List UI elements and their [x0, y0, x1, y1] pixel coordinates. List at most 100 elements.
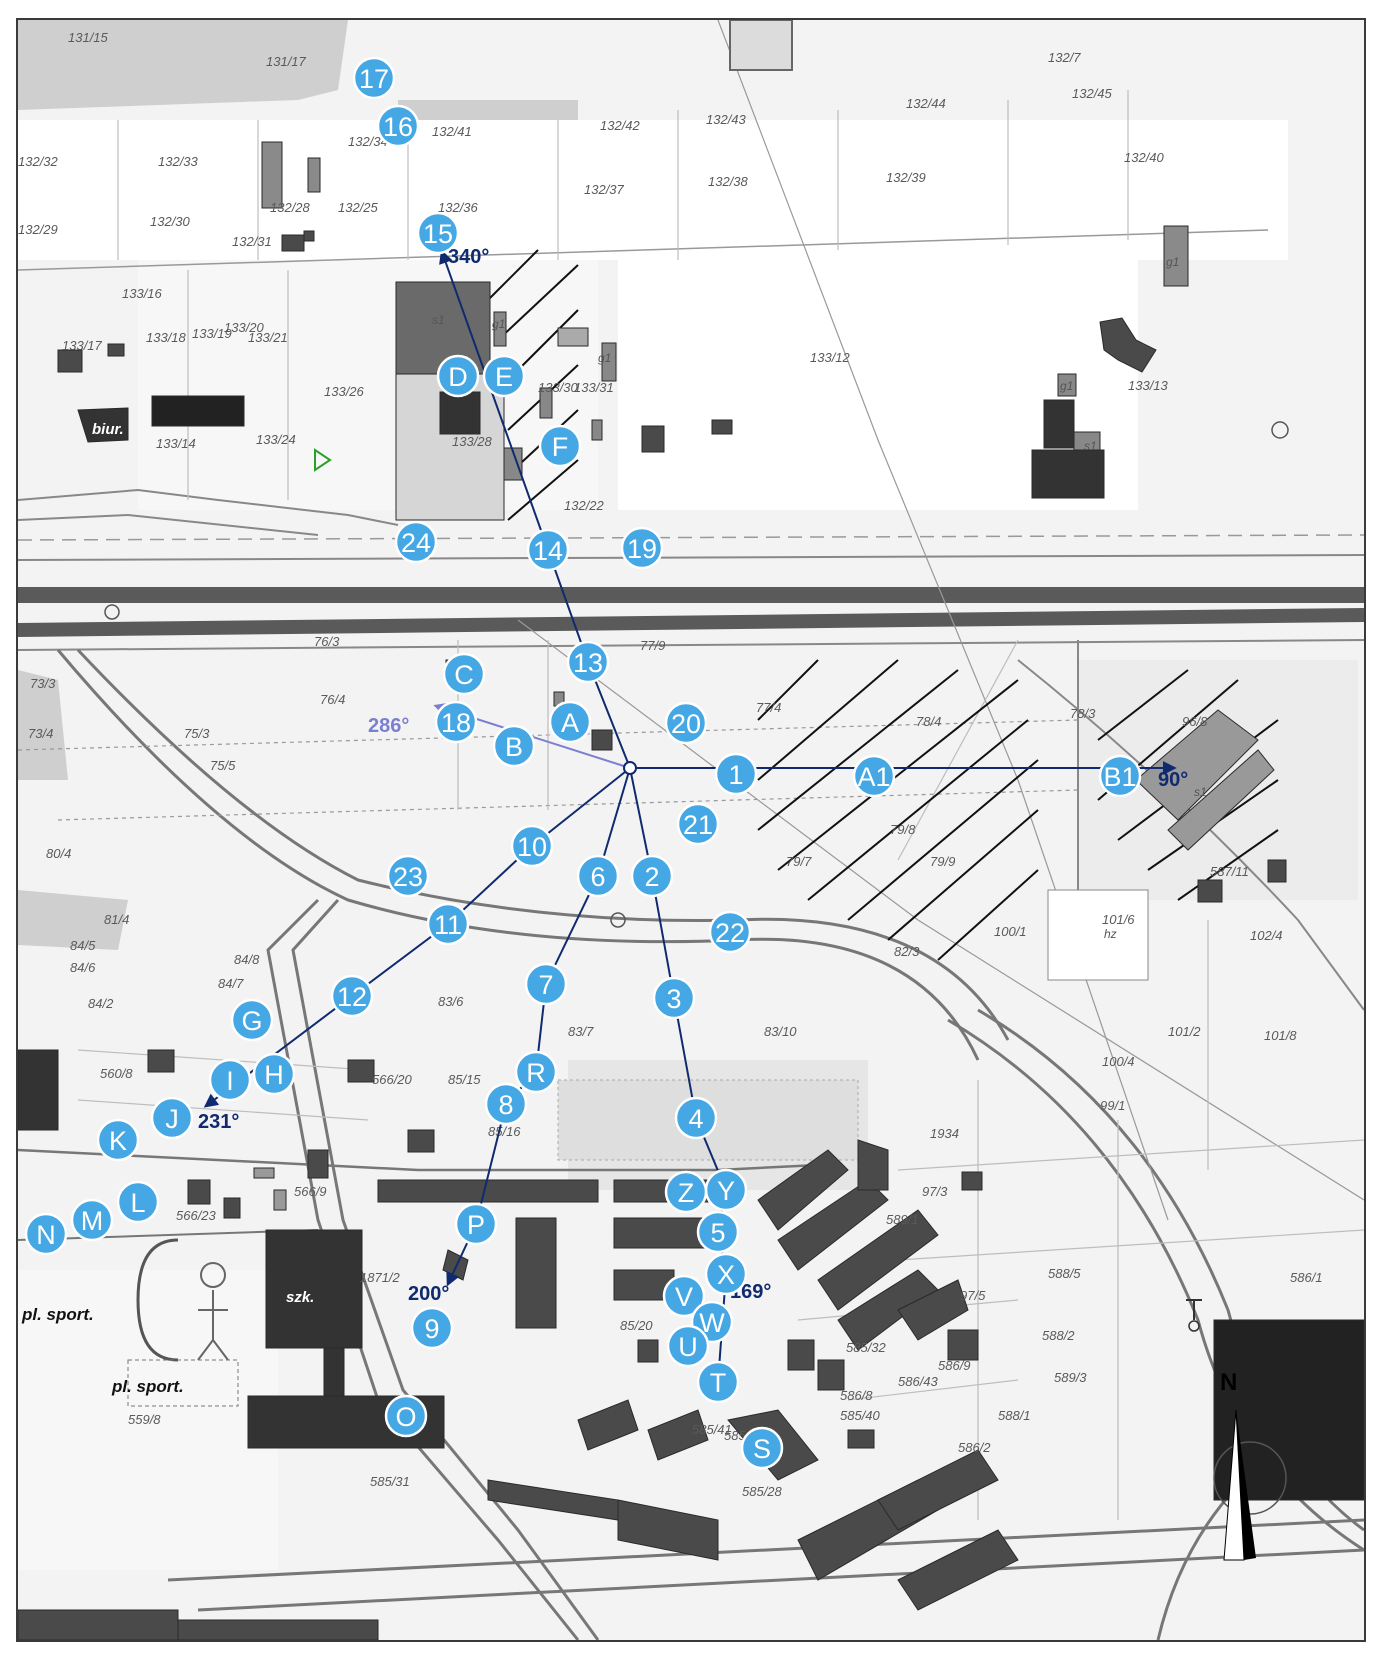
observation-marker[interactable]: P	[454, 1202, 498, 1246]
observation-marker[interactable]: 6	[576, 854, 620, 898]
observation-marker[interactable]: 7	[524, 962, 568, 1006]
observation-marker[interactable]: 5	[696, 1210, 740, 1254]
observation-marker[interactable]: C	[442, 652, 486, 696]
marker-label: 3	[666, 984, 681, 1014]
site-map[interactable]: biur. szk. pl. sport. pl. sport. s1 g1 g…	[18, 20, 1364, 1640]
parcel-number-label: 131/15	[68, 30, 109, 45]
observation-marker[interactable]: X	[704, 1252, 748, 1296]
marker-label: N	[36, 1220, 56, 1250]
parcel-number-label: 132/41	[432, 124, 472, 139]
parcel-number-label: 81/4	[104, 912, 129, 927]
building-label: s1	[432, 313, 445, 327]
parcel-number-label: 132/22	[564, 498, 605, 513]
observation-marker[interactable]: I	[208, 1058, 252, 1102]
marker-label: 21	[683, 810, 713, 840]
observation-marker[interactable]: 23	[386, 854, 430, 898]
observation-marker[interactable]: 15	[416, 211, 460, 255]
observation-marker[interactable]: S	[740, 1426, 784, 1470]
survey-ray	[439, 249, 631, 769]
parcel-number-label: 133/16	[122, 286, 163, 301]
parcel-number-label: 132/37	[584, 182, 625, 197]
parcel-number-label: 132/42	[600, 118, 641, 133]
observation-marker[interactable]: U	[666, 1324, 710, 1368]
marker-label: 17	[359, 64, 389, 94]
observation-marker[interactable]: V	[662, 1274, 706, 1318]
observation-marker[interactable]: O	[384, 1394, 428, 1438]
observation-marker[interactable]: K	[96, 1118, 140, 1162]
observation-marker[interactable]: R	[514, 1050, 558, 1094]
observation-marker[interactable]: H	[252, 1052, 296, 1096]
observation-marker[interactable]: 21	[676, 802, 720, 846]
observation-marker[interactable]: 2	[630, 854, 674, 898]
observation-marker[interactable]: Z	[664, 1170, 708, 1214]
observation-marker[interactable]: B	[492, 724, 536, 768]
parcel-number-label: 79/8	[890, 822, 916, 837]
marker-label: V	[675, 1282, 693, 1312]
parcel-number-label: 585/31	[370, 1474, 410, 1489]
observation-marker[interactable]: E	[482, 354, 526, 398]
observation-marker[interactable]: A	[548, 700, 592, 744]
observation-marker[interactable]: 20	[664, 701, 708, 745]
marker-label: 16	[383, 112, 413, 142]
marker-label: 24	[401, 528, 431, 558]
observation-marker[interactable]: 19	[620, 526, 664, 570]
marker-label: L	[130, 1188, 145, 1218]
parcel-number-label: 585/40	[840, 1408, 881, 1423]
parcel-number-label: 101/6	[1102, 912, 1135, 927]
observation-marker[interactable]: T	[696, 1360, 740, 1404]
observation-marker[interactable]: 13	[566, 640, 610, 684]
marker-label: B1	[1103, 762, 1136, 792]
parcel-number-label: 133/21	[248, 330, 288, 345]
angle-label-200: 200°	[408, 1283, 449, 1305]
observation-marker[interactable]: 16	[376, 104, 420, 148]
observation-marker[interactable]: J	[150, 1096, 194, 1140]
observation-marker[interactable]: D	[436, 354, 480, 398]
parcel-number-label: 132/29	[18, 222, 58, 237]
parcel-number-label: 132/40	[1124, 150, 1165, 165]
marker-label: 6	[590, 862, 605, 892]
marker-label: C	[454, 660, 474, 690]
parcel-number-label: 101/8	[1264, 1028, 1297, 1043]
observation-marker[interactable]: 8	[484, 1082, 528, 1126]
parcel-number-label: 132/31	[232, 234, 272, 249]
parcel-number-label: 75/3	[184, 726, 210, 741]
observation-marker[interactable]: 11	[426, 902, 470, 946]
marker-label: G	[241, 1006, 262, 1036]
observation-marker[interactable]: 24	[394, 520, 438, 564]
observation-marker[interactable]: M	[70, 1198, 114, 1242]
observation-marker[interactable]: 14	[526, 528, 570, 572]
area-label-pl-sport: pl. sport.	[111, 1377, 184, 1396]
marker-label: I	[226, 1066, 234, 1096]
marker-label: 12	[337, 982, 367, 1012]
marker-label: 10	[517, 832, 547, 862]
observation-marker[interactable]: 17	[352, 56, 396, 100]
map-frame: biur. szk. pl. sport. pl. sport. s1 g1 g…	[16, 18, 1366, 1642]
observation-marker[interactable]: N	[24, 1212, 68, 1256]
observation-marker[interactable]: G	[230, 998, 274, 1042]
observation-marker[interactable]: 22	[708, 910, 752, 954]
marker-label: 8	[498, 1090, 513, 1120]
marker-label: 13	[573, 648, 603, 678]
observation-marker[interactable]: 18	[434, 700, 478, 744]
observation-marker[interactable]: Y	[704, 1168, 748, 1212]
parcel-number-label: 586/8	[840, 1388, 873, 1403]
observation-marker[interactable]: A1	[852, 754, 896, 798]
observation-marker[interactable]: 4	[674, 1096, 718, 1140]
observation-marker[interactable]: L	[116, 1180, 160, 1224]
observation-marker[interactable]: B1	[1098, 754, 1142, 798]
parcel-number-label: 131/17	[266, 54, 307, 69]
parcel-number-label: 132/34	[348, 134, 388, 149]
observation-marker[interactable]: 9	[410, 1306, 454, 1350]
observation-marker[interactable]: 3	[652, 976, 696, 1020]
observation-marker[interactable]: 1	[714, 752, 758, 796]
parcel-number-label: 102/4	[1250, 928, 1283, 943]
observation-marker[interactable]: F	[538, 424, 582, 468]
observation-marker[interactable]: 12	[330, 974, 374, 1018]
parcel-number-label: 97/5	[960, 1288, 986, 1303]
marker-label: F	[552, 432, 569, 462]
marker-label: 15	[423, 219, 453, 249]
observation-marker[interactable]: 10	[510, 824, 554, 868]
angle-label-286: 286°	[368, 715, 409, 737]
sport-figure-icon	[197, 1290, 229, 1361]
